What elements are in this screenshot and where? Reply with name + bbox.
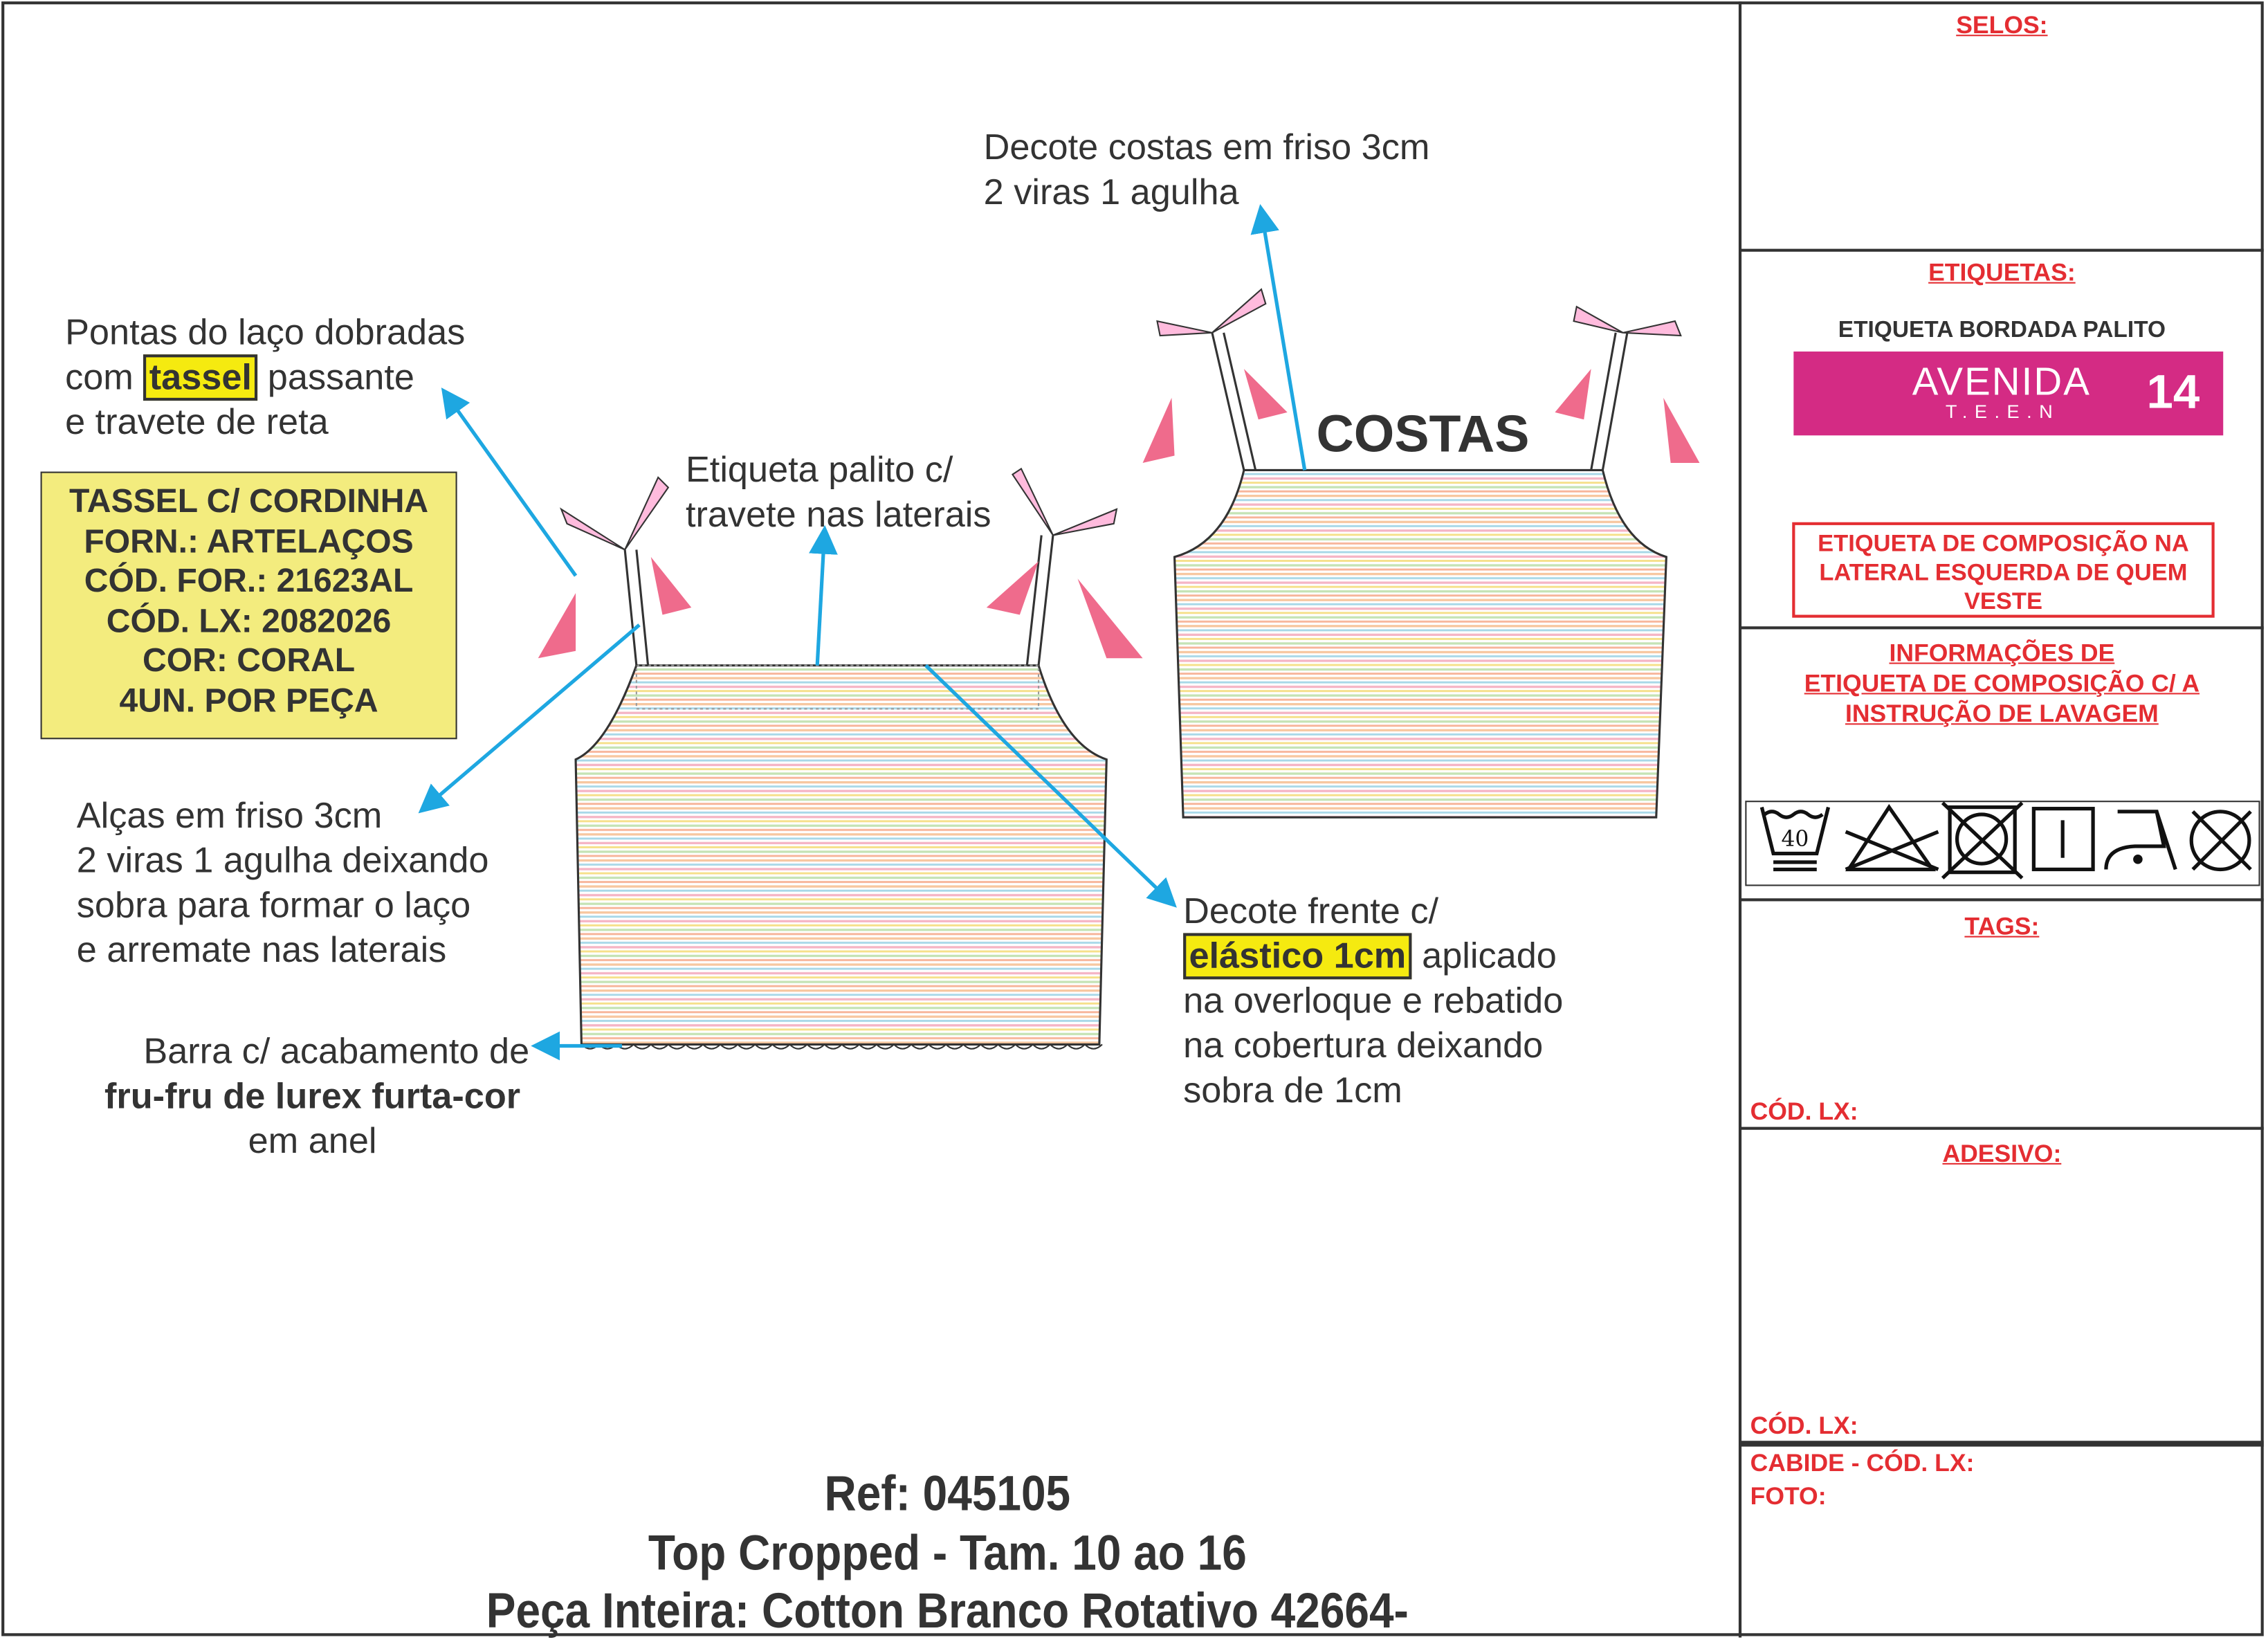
brand-size: 14 xyxy=(2146,364,2200,419)
text: passante xyxy=(257,357,414,398)
divider xyxy=(1739,1126,2264,1130)
note-line: em anel xyxy=(248,1121,377,1162)
note-hem: Barra c/ acabamento de fru-fru de lurex … xyxy=(58,1030,567,1165)
note-front-neckline: Decote frente c/ elástico 1cm aplicado n… xyxy=(1183,890,1563,1114)
spec-line: CÓD. LX: 2082026 xyxy=(106,601,392,639)
spec-line: FORN.: ARTELAÇOS xyxy=(84,521,414,560)
note-label-palito: Etiqueta palito c/ travete nas laterais xyxy=(686,448,991,538)
note-line: sobra para formar o laço xyxy=(76,885,471,926)
selos-heading: SELOS: xyxy=(1956,11,2048,39)
tassel-spec-box: TASSEL C/ CORDINHA FORN.: ARTELAÇOS CÓD.… xyxy=(40,471,457,740)
tags-heading: TAGS: xyxy=(1964,913,2040,940)
care-symbols: 40 xyxy=(1745,801,2260,886)
spec-line: COR: CORAL xyxy=(142,641,356,679)
note-line: Decote costas em friso 3cm xyxy=(983,127,1430,168)
text: aplicado xyxy=(1411,936,1557,977)
text: com xyxy=(65,357,144,398)
spec-line: 4UN. POR PEÇA xyxy=(119,680,378,718)
note-bow-tips: Pontas do laço dobradas com tassel passa… xyxy=(65,311,465,445)
cod-lx-tags: CÓD. LX: xyxy=(1750,1097,1858,1126)
line-dry-icon xyxy=(2031,807,2095,872)
note-line: e arremate nas laterais xyxy=(76,930,447,971)
note-back-neckline: Decote costas em friso 3cm 2 viras 1 agu… xyxy=(984,126,1430,216)
no-tumble-dry-icon xyxy=(1941,801,2024,879)
foto-label: FOTO: xyxy=(1750,1482,1827,1511)
cabide-cod-lx: CABIDE - CÓD. LX: xyxy=(1750,1449,1975,1477)
back-view xyxy=(1142,288,1700,819)
divider xyxy=(1739,626,2264,630)
brand-label: AVENIDA T.E.E.N 14 xyxy=(1793,352,2224,436)
fabric-info: Peça Inteira: Cotton Branco Rotativo 426… xyxy=(486,1584,1409,1639)
note-line: Etiqueta palito c/ xyxy=(685,450,953,491)
box-line: LATERAL ESQUERDA DE QUEM xyxy=(1819,560,2188,586)
box-line: ETIQUETA DE COMPOSIÇÃO NA xyxy=(1818,531,2189,557)
front-view xyxy=(538,467,1143,1050)
svg-text:40: 40 xyxy=(1781,827,1809,852)
note-line: na overloque e rebatido xyxy=(1183,980,1564,1021)
note-line: Decote frente c/ xyxy=(1183,891,1439,932)
note-straps: Alças em friso 3cm 2 viras 1 agulha deix… xyxy=(77,794,489,974)
heading-line: ETIQUETA DE COMPOSIÇÃO C/ A xyxy=(1804,669,2200,697)
divider xyxy=(1739,248,2264,252)
no-dry-clean-icon xyxy=(2189,810,2252,872)
brand-sub: T.E.E.N xyxy=(1945,401,2060,423)
brand-name: AVENIDA xyxy=(1912,360,2092,404)
panel-divider xyxy=(1738,1,1742,1638)
iron-low-icon xyxy=(2104,810,2177,870)
spec-line: CÓD. FOR.: 21623AL xyxy=(84,561,414,599)
divider xyxy=(1739,898,2264,902)
product-name: Top Cropped - Tam. 10 ao 16 xyxy=(648,1526,1247,1582)
adesivo-heading: ADESIVO: xyxy=(1942,1140,2062,1168)
heading-line: INSTRUÇÃO DE LAVAGEM xyxy=(1845,700,2159,728)
note-line: fru-fru de lurex furta-cor xyxy=(104,1076,521,1117)
embroidered-label-caption: ETIQUETA BORDADA PALITO xyxy=(1838,318,2166,343)
note-line: 2 viras 1 agulha deixando xyxy=(76,840,489,882)
reference-number: Ref: 045105 xyxy=(824,1466,1071,1522)
composition-info-heading: INFORMAÇÕES DE ETIQUETA DE COMPOSIÇÃO C/… xyxy=(1741,638,2262,729)
no-bleach-icon xyxy=(1845,803,1939,872)
note-line: Barra c/ acabamento de xyxy=(143,1031,530,1073)
highlight-elastic: elástico 1cm xyxy=(1183,933,1412,980)
box-line: VESTE xyxy=(1964,588,2043,615)
back-view-label: COSTAS xyxy=(1316,403,1530,463)
note-line: na cobertura deixando xyxy=(1183,1025,1544,1066)
note-line: travete nas laterais xyxy=(685,494,991,536)
heading-line: INFORMAÇÕES DE xyxy=(1889,639,2115,667)
etiquetas-heading: ETIQUETAS: xyxy=(1928,259,2076,286)
note-line: com tassel passante xyxy=(65,354,465,401)
spec-line: TASSEL C/ CORDINHA xyxy=(68,482,429,520)
divider xyxy=(1739,1441,2264,1447)
highlight-tassel: tassel xyxy=(143,354,258,401)
note-line: elástico 1cm aplicado xyxy=(1183,933,1563,980)
note-line: 2 viras 1 agulha xyxy=(983,172,1239,213)
callout-arrows xyxy=(418,203,1307,1061)
note-line: sobra de 1cm xyxy=(1183,1070,1402,1111)
note-line: Alças em friso 3cm xyxy=(76,795,383,837)
note-line: Pontas do laço dobradas xyxy=(65,312,466,354)
cod-lx-adesivo: CÓD. LX: xyxy=(1750,1412,1858,1440)
note-line: e travete de reta xyxy=(65,402,329,443)
composition-label-box: ETIQUETA DE COMPOSIÇÃO NA LATERAL ESQUER… xyxy=(1792,522,2215,618)
wash-40-icon: 40 xyxy=(1759,806,1831,872)
